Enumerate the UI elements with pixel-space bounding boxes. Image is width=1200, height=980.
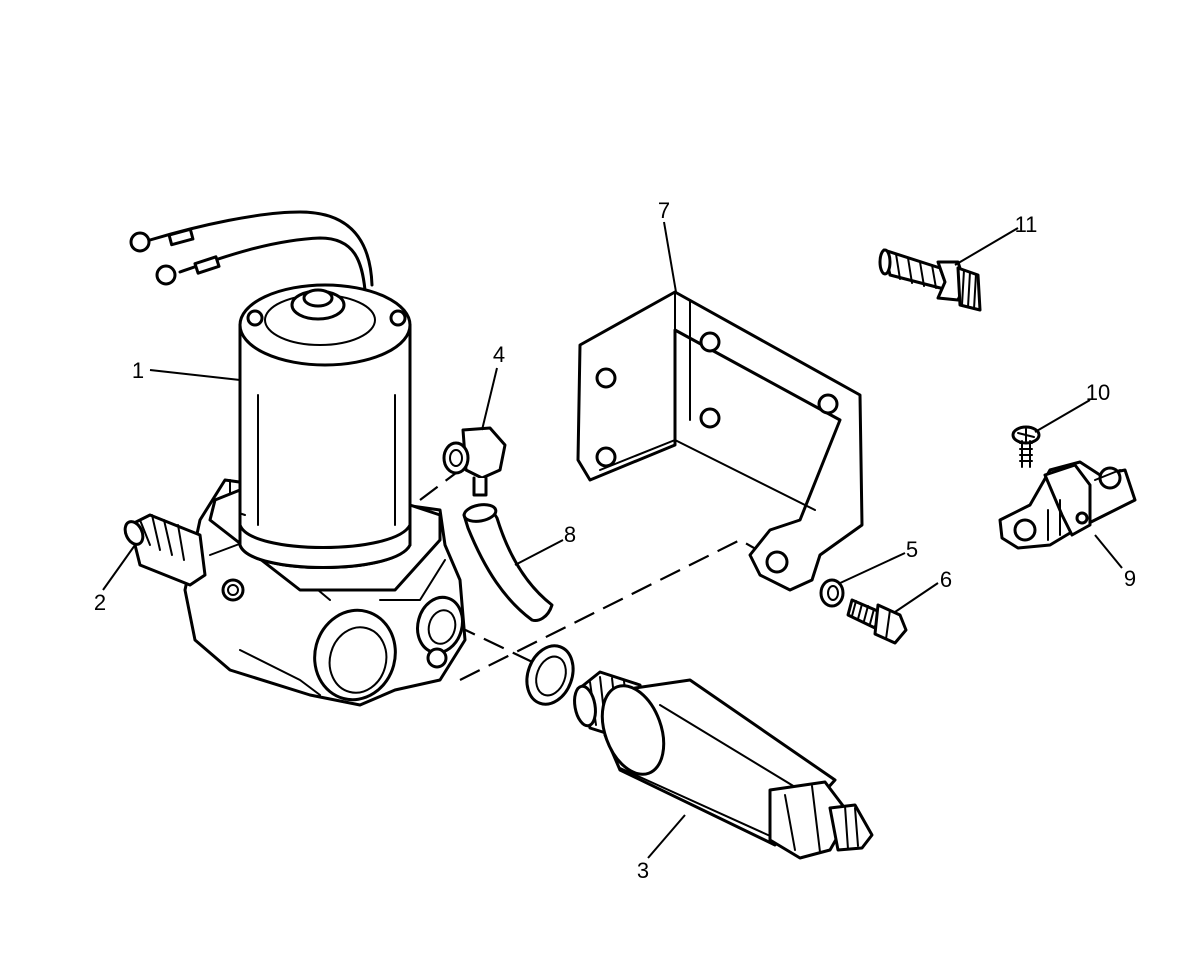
callout-9: 9 — [1124, 566, 1136, 591]
leader-11 — [954, 227, 1019, 266]
leader-7 — [663, 221, 677, 293]
callout-7: 7 — [658, 198, 670, 223]
callout-1: 1 — [132, 358, 144, 383]
callout-8: 8 — [564, 522, 576, 547]
leader-lines — [102, 221, 1123, 859]
leader-1 — [149, 369, 241, 381]
elbow-fitting-icon — [442, 426, 507, 497]
leader-4 — [481, 367, 498, 431]
fitting-icon — [123, 513, 207, 587]
callout-2: 2 — [94, 590, 106, 615]
hose-icon — [462, 503, 554, 622]
assembly-dashed-lines — [419, 469, 776, 681]
lock-washer-icon — [819, 578, 845, 608]
leader-6 — [894, 582, 939, 613]
callout-6: 6 — [940, 567, 952, 592]
callout-labels: 1 2 3 4 5 6 7 8 9 10 11 — [94, 198, 1136, 883]
leader-10 — [1034, 399, 1091, 433]
filter-cartridge-icon — [573, 670, 874, 860]
clamp-icon — [998, 460, 1137, 550]
leader-2 — [102, 544, 136, 591]
leader-8 — [514, 539, 564, 566]
callout-10: 10 — [1086, 380, 1110, 405]
callout-5: 5 — [906, 537, 918, 562]
leader-9 — [1094, 534, 1123, 569]
mounting-bracket-icon — [576, 290, 864, 592]
leader-5 — [837, 552, 906, 585]
o-ring-icon — [525, 644, 575, 706]
screw-icon — [1011, 425, 1041, 468]
hose-barb-fitting-icon — [878, 248, 982, 312]
callout-4: 4 — [493, 342, 505, 367]
callout-11: 11 — [1015, 212, 1038, 237]
leader-3 — [647, 814, 686, 859]
pump-motor-icon — [123, 210, 467, 707]
callout-3: 3 — [637, 858, 649, 883]
bolt-icon — [846, 598, 908, 645]
